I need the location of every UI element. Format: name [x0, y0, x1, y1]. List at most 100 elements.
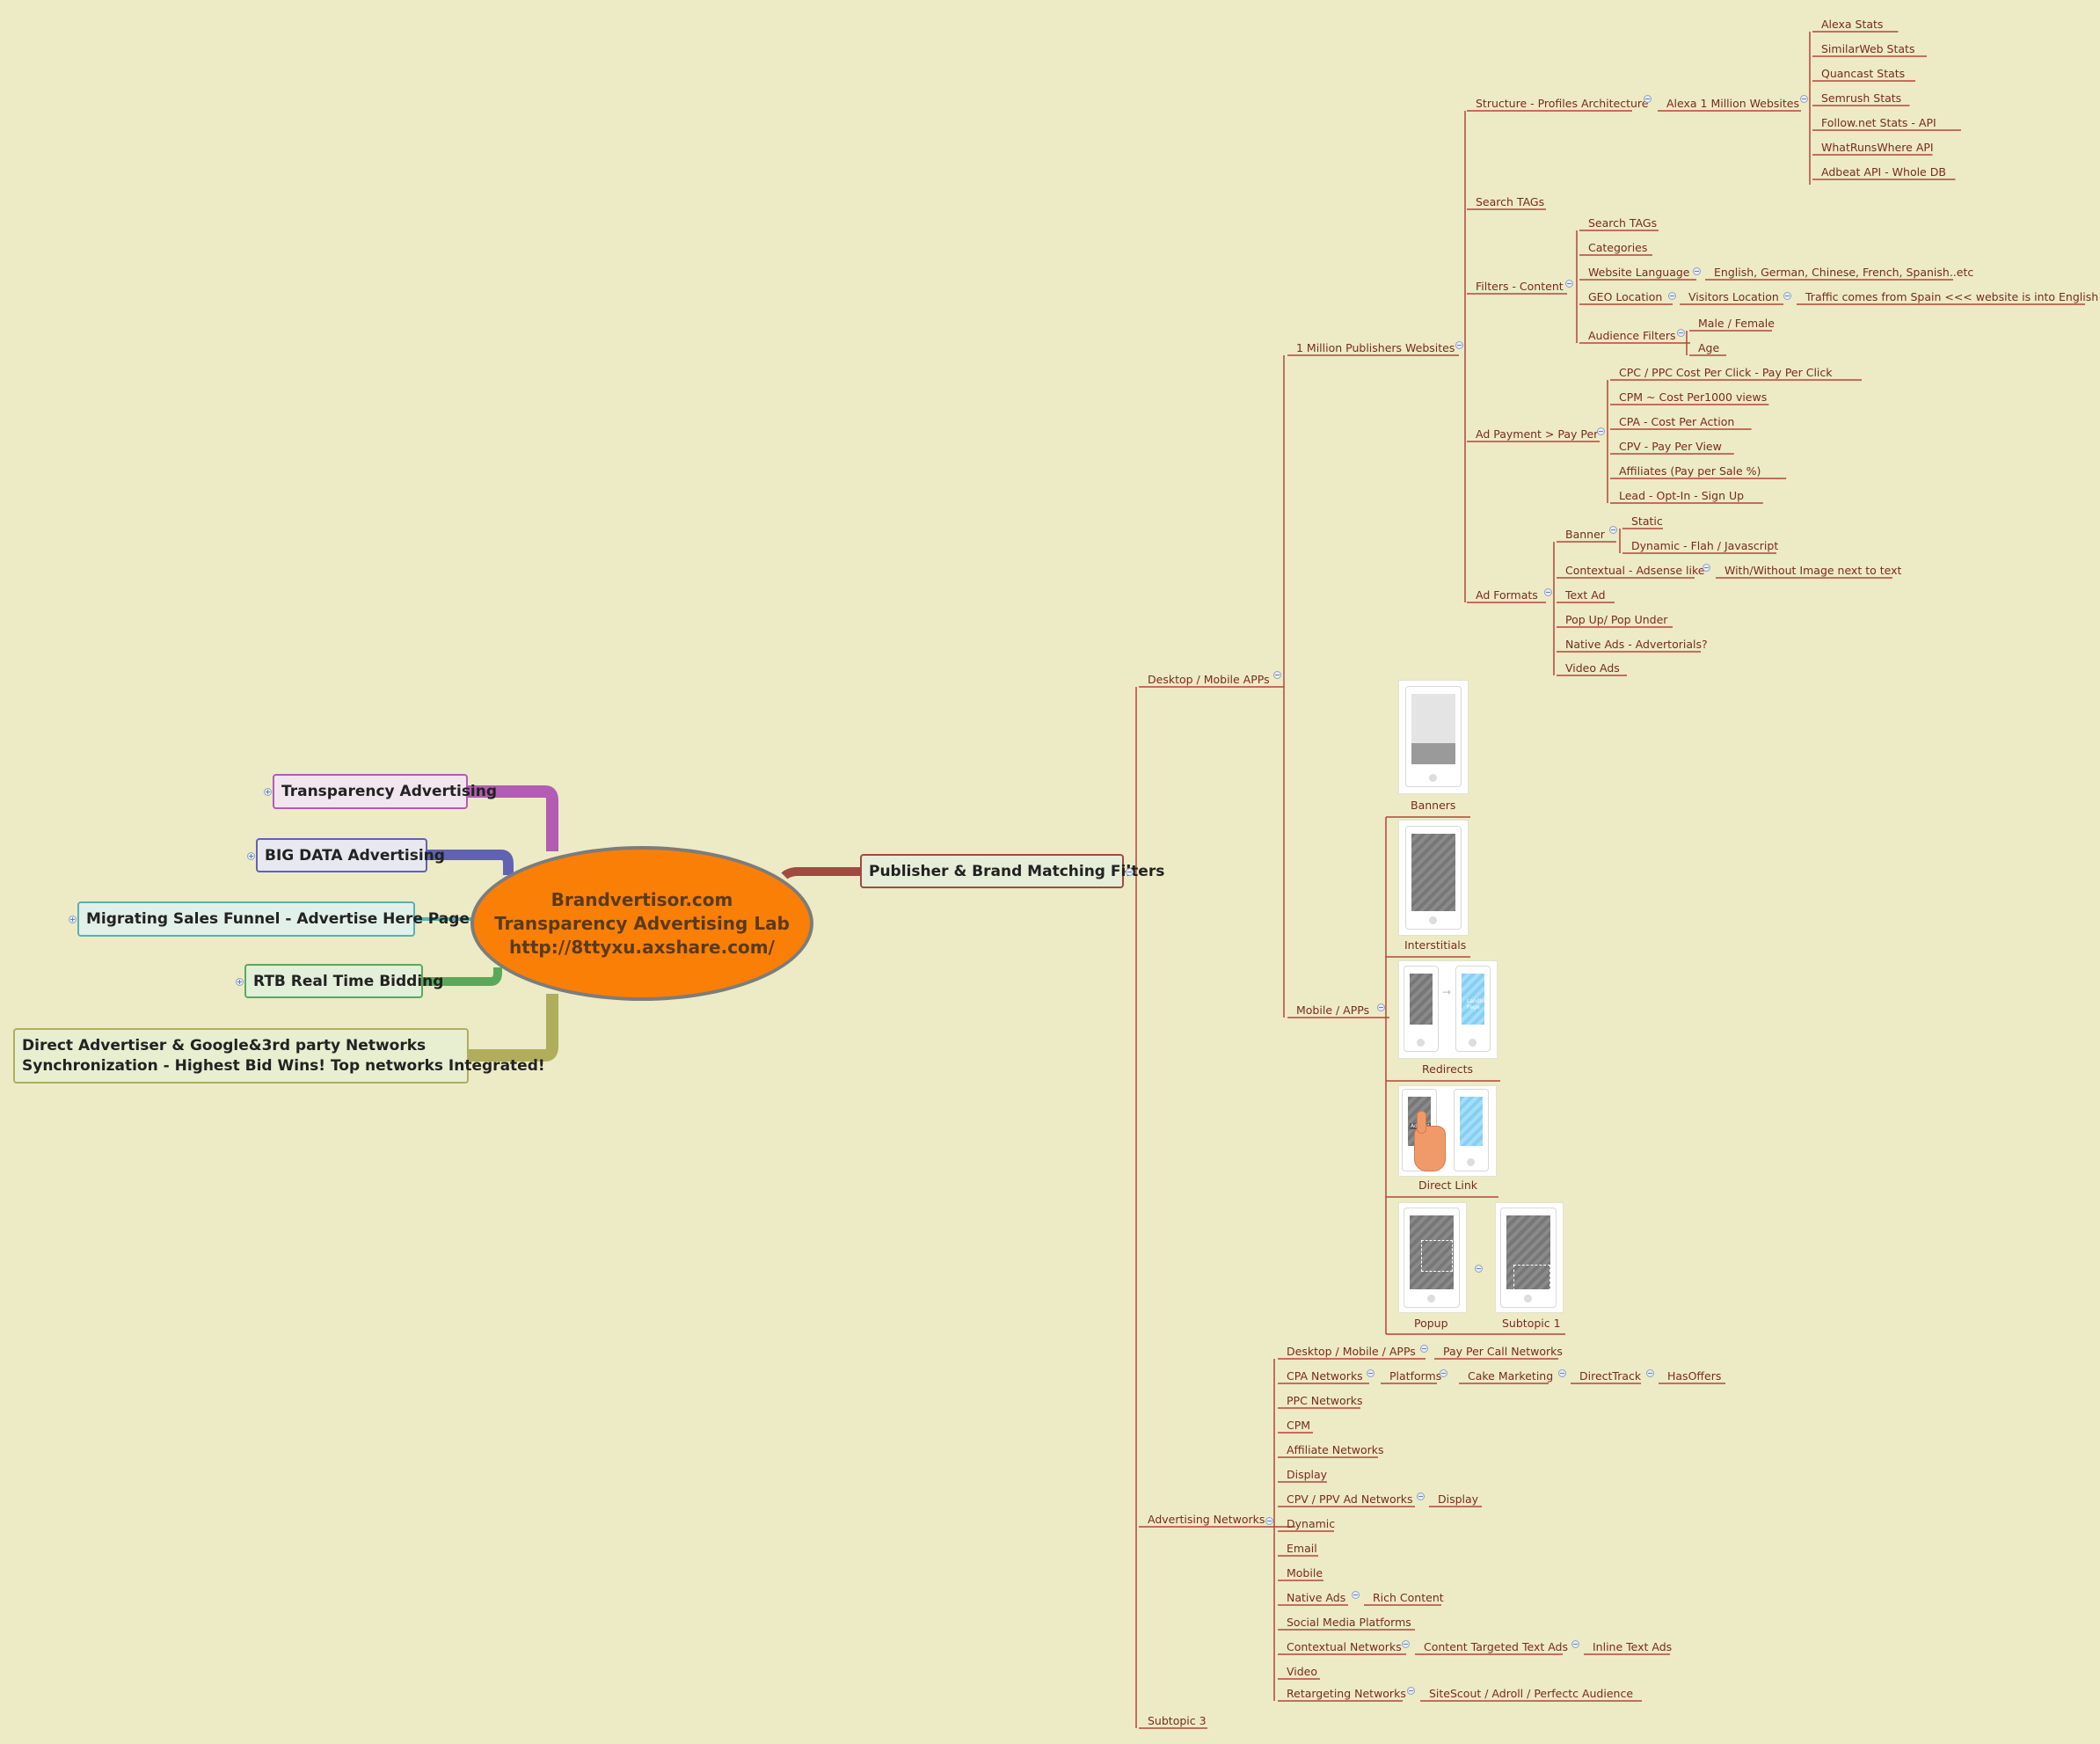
node-stat-2[interactable]: Quancast Stats — [1821, 67, 1906, 80]
node-visitors-location[interactable]: Visitors Location — [1688, 290, 1779, 303]
node-ad-formats[interactable]: Ad Formats — [1476, 588, 1538, 602]
node-networks-mobile[interactable]: Mobile — [1287, 1566, 1323, 1580]
node-networks-inline[interactable]: Inline Text Ads — [1593, 1640, 1673, 1653]
topic-migrating-sales-funnel[interactable]: Migrating Sales Funnel - Advertise Here … — [77, 901, 470, 937]
topic-publisher-brand-matching-filters[interactable]: Publisher & Brand Matching Filters — [860, 854, 1164, 888]
node-search-tags[interactable]: Search TAGs — [1476, 195, 1545, 208]
node-popup-under[interactable]: Pop Up/ Pop Under — [1565, 613, 1668, 626]
node-payment-0[interactable]: CPC / PPC Cost Per Click - Pay Per Click — [1619, 366, 1833, 379]
expand-toggle-icon[interactable] — [247, 851, 255, 860]
collapse-toggle-icon[interactable] — [1677, 329, 1685, 337]
collapse-toggle-icon[interactable] — [1265, 1517, 1273, 1525]
node-1-million-publishers[interactable]: 1 Million Publishers Websites — [1296, 341, 1455, 354]
node-networks-hasoffers[interactable]: HasOffers — [1667, 1369, 1722, 1383]
node-traffic-spain[interactable]: Traffic comes from Spain <<< website is … — [1805, 290, 2099, 303]
node-payment-2[interactable]: CPA - Cost Per Action — [1619, 415, 1735, 428]
node-networks-dynamic[interactable]: Dynamic — [1287, 1517, 1336, 1530]
node-text-ad[interactable]: Text Ad — [1565, 588, 1606, 602]
node-filters-categories[interactable]: Categories — [1588, 241, 1648, 254]
topic-transparency-advertising[interactable]: Transparency Advertising — [273, 774, 497, 809]
node-networks-cpv[interactable]: CPV / PPV Ad Networks — [1287, 1492, 1413, 1506]
collapse-toggle-icon[interactable] — [1475, 1265, 1483, 1273]
node-banner[interactable]: Banner — [1565, 528, 1605, 541]
node-payment-5[interactable]: Lead - Opt-In - Sign Up — [1619, 489, 1745, 502]
node-native-ads[interactable]: Native Ads - Advertorials? — [1565, 638, 1708, 651]
node-networks-contextual[interactable]: Contextual Networks — [1287, 1640, 1402, 1653]
node-networks-video[interactable]: Video — [1287, 1665, 1318, 1678]
node-networks-display[interactable]: Display — [1287, 1468, 1328, 1481]
node-networks-rich[interactable]: Rich Content — [1373, 1591, 1444, 1604]
node-networks-paypercall[interactable]: Pay Per Call Networks — [1443, 1345, 1563, 1358]
node-networks-cpa[interactable]: CPA Networks — [1287, 1369, 1363, 1383]
collapse-toggle-icon[interactable] — [1455, 341, 1463, 349]
node-audience-filters[interactable]: Audience Filters — [1588, 329, 1676, 342]
node-payment-1[interactable]: CPM ~ Cost Per1000 views — [1619, 390, 1768, 404]
expand-toggle-icon[interactable] — [264, 788, 272, 796]
node-stat-0[interactable]: Alexa Stats — [1821, 18, 1884, 31]
collapse-toggle-icon[interactable] — [1377, 1003, 1385, 1011]
node-networks-affiliate[interactable]: Affiliate Networks — [1287, 1443, 1384, 1456]
collapse-toggle-icon[interactable] — [1597, 427, 1605, 435]
node-stat-1[interactable]: SimilarWeb Stats — [1821, 42, 1915, 55]
node-networks-retargeting[interactable]: Retargeting Networks — [1287, 1687, 1406, 1700]
collapse-toggle-icon[interactable] — [1273, 671, 1281, 679]
node-networks-sitescout[interactable]: SiteScout / Adroll / Perfectc Audience — [1429, 1687, 1634, 1700]
node-stat-3[interactable]: Semrush Stats — [1821, 91, 1902, 105]
node-networks-email[interactable]: Email — [1287, 1542, 1317, 1555]
node-filters-search-tags[interactable]: Search TAGs — [1588, 216, 1658, 230]
node-advertising-networks[interactable]: Advertising Networks — [1148, 1513, 1265, 1526]
collapse-toggle-icon[interactable] — [1402, 1640, 1410, 1648]
collapse-toggle-icon[interactable] — [1646, 1369, 1654, 1377]
node-payment-4[interactable]: Affiliates (Pay per Sale %) — [1619, 464, 1761, 478]
collapse-toggle-icon[interactable] — [1800, 95, 1808, 103]
node-networks-directtrack[interactable]: DirectTrack — [1579, 1369, 1642, 1383]
collapse-toggle-icon[interactable] — [1558, 1369, 1566, 1377]
node-geo-location[interactable]: GEO Location — [1588, 290, 1663, 303]
node-contextual[interactable]: Contextual - Adsense like — [1565, 564, 1705, 577]
collapse-toggle-icon[interactable] — [1571, 1640, 1579, 1648]
node-with-image[interactable]: With/Without Image next to text — [1724, 564, 1902, 577]
node-networks-cpv_display[interactable]: Display — [1438, 1492, 1479, 1506]
collapse-toggle-icon[interactable] — [1126, 868, 1134, 876]
collapse-toggle-icon[interactable] — [1544, 588, 1552, 596]
collapse-toggle-icon[interactable] — [1417, 1492, 1425, 1500]
node-stat-6[interactable]: Adbeat API - Whole DB — [1821, 165, 1946, 179]
node-networks-content_text[interactable]: Content Targeted Text Ads — [1424, 1640, 1568, 1653]
node-age[interactable]: Age — [1698, 341, 1720, 354]
node-networks-ppc[interactable]: PPC Networks — [1287, 1394, 1363, 1407]
node-payment-3[interactable]: CPV - Pay Per View — [1619, 440, 1722, 453]
collapse-toggle-icon[interactable] — [1783, 292, 1791, 300]
node-dynamic[interactable]: Dynamic - Flah / Javascript — [1631, 539, 1779, 552]
node-ad-payment[interactable]: Ad Payment > Pay Per — [1476, 427, 1599, 441]
node-desktop-mobile-apps[interactable]: Desktop / Mobile APPs — [1148, 673, 1270, 686]
collapse-toggle-icon[interactable] — [1565, 280, 1573, 288]
collapse-toggle-icon[interactable] — [1668, 292, 1676, 300]
node-networks-cpm[interactable]: CPM — [1287, 1419, 1311, 1432]
collapse-toggle-icon[interactable] — [1420, 1345, 1428, 1353]
collapse-toggle-icon[interactable] — [1693, 267, 1701, 275]
node-alexa-1-million[interactable]: Alexa 1 Million Websites — [1666, 97, 1800, 110]
node-languages[interactable]: English, German, Chinese, French, Spanis… — [1714, 266, 1974, 279]
node-networks-social[interactable]: Social Media Platforms — [1287, 1616, 1411, 1629]
node-filters-content[interactable]: Filters - Content — [1476, 280, 1564, 293]
node-networks-cake[interactable]: Cake Marketing — [1468, 1369, 1554, 1383]
collapse-toggle-icon[interactable] — [1440, 1369, 1447, 1377]
node-website-language[interactable]: Website Language — [1588, 266, 1690, 279]
node-video-ads[interactable]: Video Ads — [1565, 661, 1620, 675]
node-networks-native[interactable]: Native Ads — [1287, 1591, 1346, 1604]
topic-big-data-advertising[interactable]: BIG DATA Advertising — [256, 838, 445, 872]
node-stat-4[interactable]: Follow.net Stats - API — [1821, 116, 1936, 129]
node-structure-profiles[interactable]: Structure - Profiles Architecture — [1476, 97, 1649, 110]
collapse-toggle-icon[interactable] — [1703, 564, 1710, 572]
node-networks-desktop[interactable]: Desktop / Mobile / APPs — [1287, 1345, 1416, 1358]
collapse-toggle-icon[interactable] — [1407, 1687, 1415, 1695]
collapse-toggle-icon[interactable] — [1644, 95, 1652, 103]
expand-toggle-icon[interactable] — [236, 977, 244, 986]
topic-direct-advertiser[interactable]: Direct Advertiser & Google&3rd party Net… — [13, 1028, 545, 1084]
collapse-toggle-icon[interactable] — [1367, 1369, 1374, 1377]
expand-toggle-icon[interactable] — [69, 916, 77, 923]
topic-rtb-real-time-bidding[interactable]: RTB Real Time Bidding — [244, 964, 443, 998]
node-subtopic-3[interactable]: Subtopic 3 — [1148, 1714, 1207, 1727]
node-male-female[interactable]: Male / Female — [1698, 317, 1775, 330]
